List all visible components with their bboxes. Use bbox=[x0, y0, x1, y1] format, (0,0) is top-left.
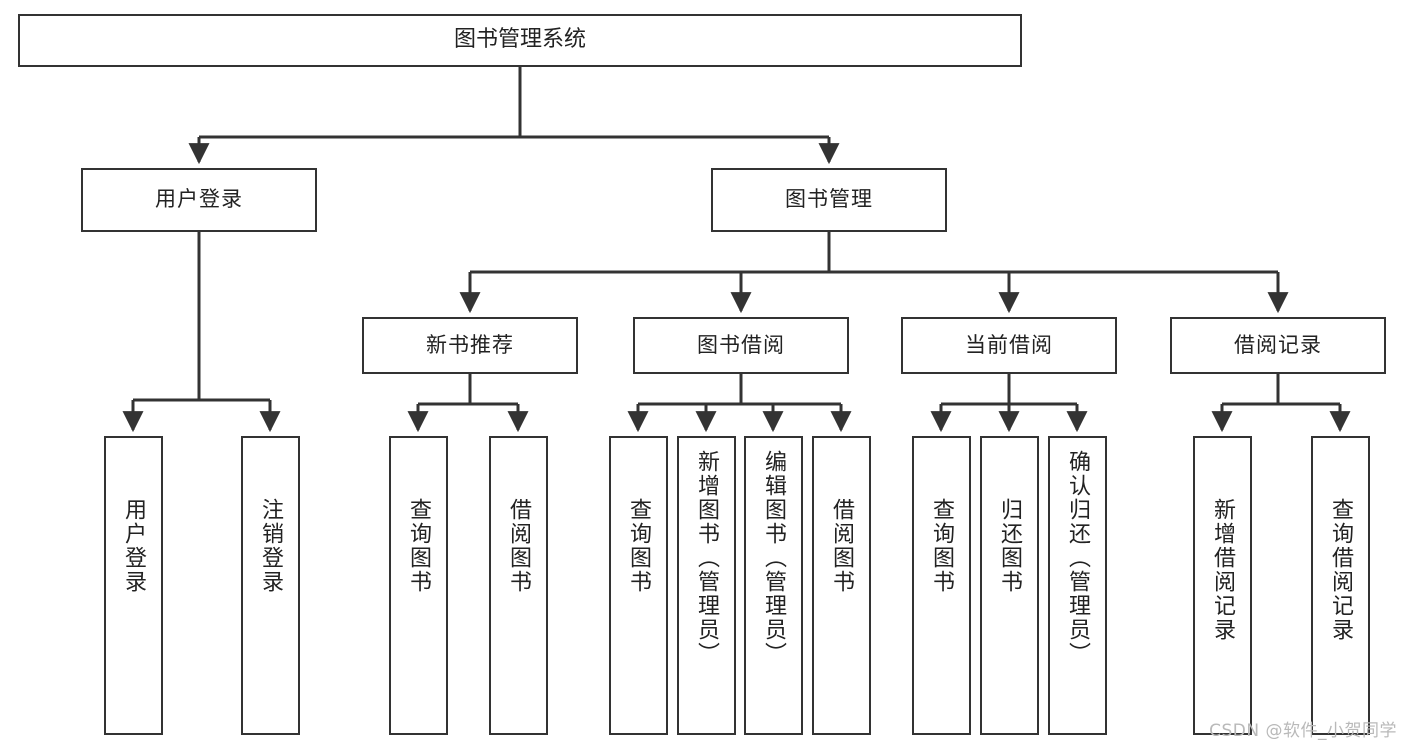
node-leaf-borrow-book-2-label: 借阅图书 bbox=[829, 498, 855, 594]
node-borrow-record[interactable]: 借阅记录 bbox=[1170, 317, 1386, 374]
node-leaf-add-record-label: 新增借阅记录 bbox=[1210, 498, 1236, 642]
node-leaf-add-record[interactable]: 新增借阅记录 bbox=[1193, 436, 1252, 735]
node-new-book-rec[interactable]: 新书推荐 bbox=[362, 317, 578, 374]
node-leaf-query-book-2[interactable]: 查询图书 bbox=[609, 436, 668, 735]
node-leaf-confirm-return[interactable]: 确认归还（管理员） bbox=[1048, 436, 1107, 735]
node-leaf-add-book-label: 新增图书（管理员） bbox=[694, 450, 720, 666]
node-leaf-query-record[interactable]: 查询借阅记录 bbox=[1311, 436, 1370, 735]
node-leaf-logout[interactable]: 注销登录 bbox=[241, 436, 300, 735]
node-root-label: 图书管理系统 bbox=[453, 27, 586, 53]
watermark: CSDN @软件_小贺同学 bbox=[1209, 721, 1397, 741]
node-leaf-user-login-label: 用户登录 bbox=[121, 498, 147, 594]
node-leaf-user-login[interactable]: 用户登录 bbox=[104, 436, 163, 735]
node-book-manage-label: 图书管理 bbox=[785, 187, 873, 212]
node-leaf-query-book-3-label: 查询图书 bbox=[929, 498, 955, 594]
node-current-borrow-label: 当前借阅 bbox=[965, 332, 1053, 357]
node-book-manage[interactable]: 图书管理 bbox=[711, 168, 947, 232]
node-new-book-rec-label: 新书推荐 bbox=[426, 332, 514, 357]
node-leaf-borrow-book-2[interactable]: 借阅图书 bbox=[812, 436, 871, 735]
node-leaf-query-record-label: 查询借阅记录 bbox=[1328, 498, 1354, 642]
node-user-login[interactable]: 用户登录 bbox=[81, 168, 317, 232]
node-leaf-query-book-3[interactable]: 查询图书 bbox=[912, 436, 971, 735]
node-current-borrow[interactable]: 当前借阅 bbox=[901, 317, 1117, 374]
node-leaf-add-book[interactable]: 新增图书（管理员） bbox=[677, 436, 736, 735]
node-leaf-edit-book[interactable]: 编辑图书（管理员） bbox=[744, 436, 803, 735]
node-leaf-query-book-1[interactable]: 查询图书 bbox=[389, 436, 448, 735]
node-borrow-record-label: 借阅记录 bbox=[1234, 332, 1322, 357]
node-user-login-label: 用户登录 bbox=[155, 187, 243, 212]
node-leaf-borrow-book-1[interactable]: 借阅图书 bbox=[489, 436, 548, 735]
node-leaf-edit-book-label: 编辑图书（管理员） bbox=[761, 450, 787, 666]
node-leaf-return-book-label: 归还图书 bbox=[997, 498, 1023, 594]
node-book-borrow-label: 图书借阅 bbox=[697, 332, 785, 357]
node-leaf-borrow-book-1-label: 借阅图书 bbox=[506, 498, 532, 594]
node-leaf-query-book-2-label: 查询图书 bbox=[626, 498, 652, 594]
node-leaf-query-book-1-label: 查询图书 bbox=[406, 498, 432, 594]
node-book-borrow[interactable]: 图书借阅 bbox=[633, 317, 849, 374]
node-leaf-confirm-return-label: 确认归还（管理员） bbox=[1065, 450, 1091, 666]
node-leaf-logout-label: 注销登录 bbox=[258, 498, 284, 594]
node-leaf-return-book[interactable]: 归还图书 bbox=[980, 436, 1039, 735]
node-root[interactable]: 图书管理系统 bbox=[18, 14, 1022, 67]
